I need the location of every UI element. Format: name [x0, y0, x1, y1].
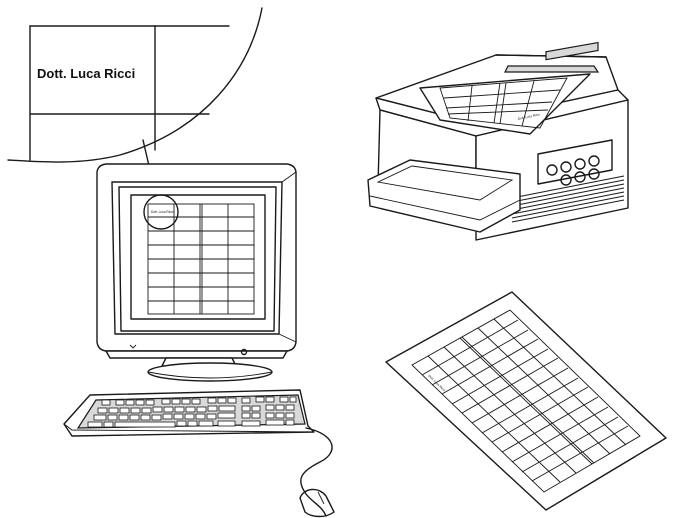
- printer-button-icon: [574, 158, 586, 170]
- printer-button-icon: [546, 164, 558, 176]
- keyboard-keys: [87, 396, 297, 428]
- printer: Dott. Luca Ricci: [367, 41, 629, 241]
- printer-output-sheet: Dott. Luca Ricci: [419, 73, 591, 135]
- sheet-label-grid: [421, 318, 629, 483]
- printer-output-tray: [367, 159, 521, 233]
- printer-vents: [511, 175, 625, 223]
- monitor-logo-icon: [129, 344, 137, 349]
- printer-button-icon: [588, 155, 600, 167]
- zoom-callout: Dott. Luca Ricci: [7, 7, 263, 163]
- printer-buttons: [546, 155, 600, 186]
- printer-label-text: Dott. Luca Ricci: [517, 112, 540, 121]
- keyboard: [63, 389, 315, 437]
- mouse: [299, 488, 335, 518]
- zoom-label-text: Dott. Luca Ricci: [37, 66, 135, 81]
- printer-button-icon: [574, 171, 586, 183]
- monitor-label-grid: [147, 203, 255, 315]
- printer-button-icon: [588, 168, 600, 180]
- flat-label-sheet: Dott. Luca Ricci: [385, 291, 667, 511]
- paper-feed-slot: [504, 65, 600, 73]
- keyboard-cable: [300, 427, 333, 517]
- monitor: Dott. Luca Ricci: [96, 163, 297, 382]
- printer-button-icon: [560, 174, 572, 186]
- monitor-label-text: Dott. Luca Ricci: [151, 210, 174, 214]
- printer-button-icon: [560, 161, 572, 173]
- power-button-icon: [240, 348, 248, 356]
- printer-display: [545, 41, 599, 61]
- magnifier-circle: [143, 194, 179, 230]
